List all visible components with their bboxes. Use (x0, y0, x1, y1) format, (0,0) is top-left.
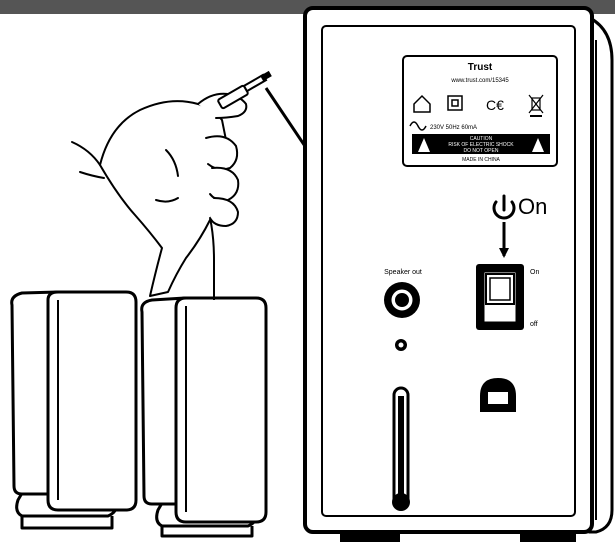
label-brand: Trust (468, 62, 493, 73)
power-icon (492, 194, 516, 220)
label-url: www.trust.com/15345 (450, 78, 509, 84)
ventilation-slot (392, 386, 410, 511)
label-caution-line1: RISK OF ELECTRIC SHOCK (448, 142, 514, 148)
label-rating: 230V 50Hz 60mA (430, 125, 477, 131)
warning-right-icon (532, 138, 544, 152)
power-switch (476, 264, 524, 330)
hand (71, 92, 248, 297)
ce-mark-icon: C€ (486, 97, 504, 113)
switch-off-label: off (530, 321, 538, 328)
warning-left-icon (418, 138, 430, 152)
right-speaker (140, 296, 268, 538)
on-callout: On (518, 194, 547, 219)
indicator-led (395, 339, 407, 351)
left-speaker (10, 290, 138, 530)
rating-label: C€ (402, 55, 558, 167)
label-made-in: MADE IN CHINA (462, 157, 500, 163)
usb-port (480, 378, 516, 412)
caution-box (412, 134, 550, 154)
speaker-out-label: Speaker out (384, 269, 422, 276)
ac-wave-icon (409, 121, 427, 131)
audio-jack-plug (217, 70, 272, 110)
weee-bin-icon (528, 94, 544, 117)
speaker-out-jack (384, 282, 420, 318)
switch-on-label: On (530, 269, 539, 276)
label-caution-line2: DO NOT OPEN (464, 148, 499, 154)
label-caution-title: CAUTION (470, 136, 493, 142)
home-icon (413, 94, 431, 113)
